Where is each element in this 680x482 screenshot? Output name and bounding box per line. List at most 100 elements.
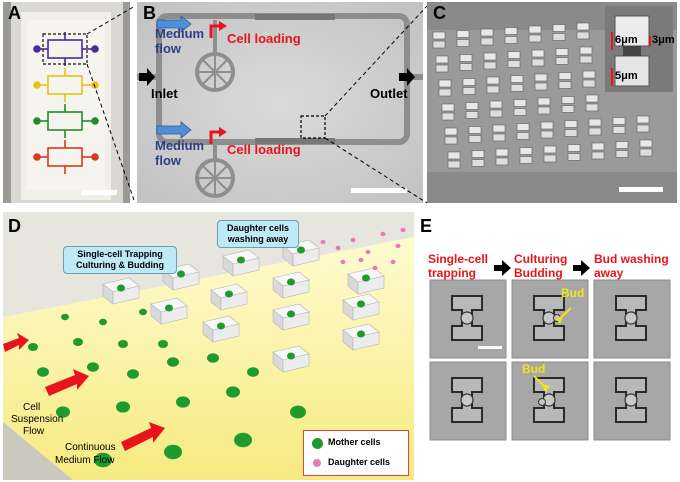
mother-cell (116, 401, 130, 413)
panel-c: C 6μm 3μm 5μm (427, 2, 677, 203)
timelapse-image (429, 279, 507, 359)
sem-trap (540, 121, 554, 139)
panel-b-label: B (143, 3, 156, 23)
sem-trap (534, 73, 548, 91)
sem-trap (567, 144, 581, 161)
sem-trap (528, 25, 542, 43)
sem-trap (438, 79, 452, 97)
trap-structure (210, 283, 248, 311)
sem-trap (480, 28, 494, 46)
medium-flow-bottom-label: Medium (155, 138, 205, 153)
step2-label-1: Culturing (514, 252, 568, 266)
mother-cell (139, 308, 147, 316)
sem-trap (561, 96, 575, 113)
sem-trap (486, 76, 500, 94)
sem-trap (507, 51, 521, 68)
mother-cell (56, 406, 70, 418)
cell-suspension-label-2: Suspension (11, 414, 64, 425)
step3-label-2: away (594, 266, 624, 280)
sem-trap (612, 117, 626, 134)
bud-label-bottom: Bud (522, 362, 546, 376)
sem-trap (510, 75, 524, 92)
mother-cell (127, 369, 139, 379)
daughter-cell (320, 239, 326, 245)
panel-d-label: D (8, 216, 21, 236)
mother-cell-swatch (312, 438, 323, 449)
timelapse-image (511, 361, 589, 441)
sem-trap (564, 120, 578, 137)
trap-structure (222, 249, 260, 277)
trap-structure (102, 277, 140, 305)
sem-trap (576, 22, 590, 40)
daughter-cell (380, 231, 386, 237)
daughter-cell (365, 249, 371, 255)
sem-trap (435, 55, 449, 73)
sem-trap-array (427, 2, 677, 203)
sem-trap (462, 78, 476, 95)
sem-trap (543, 145, 557, 163)
mother-cell (87, 362, 99, 372)
mother-cell (28, 343, 38, 351)
panel-d: D Single-cell Trapping Culturing & Buddi… (3, 212, 414, 480)
step3-label-1: Bud washing (594, 252, 669, 266)
trap-structure (342, 323, 380, 351)
callout-washing-line1: Daughter cells (226, 223, 290, 233)
sem-trap (615, 141, 629, 158)
panel-c-label: C (433, 3, 446, 23)
trap-structure (202, 315, 240, 343)
medium-flow-top-label-2: flow (155, 41, 181, 56)
trap-structure (347, 267, 385, 295)
mother-cell (61, 313, 69, 321)
mother-cell (247, 367, 259, 377)
medium-flow-bottom-label-2: flow (155, 153, 181, 168)
daughter-cell (372, 265, 378, 271)
callout-trapping-line2: Culturing & Budding (76, 260, 164, 270)
mother-cell (118, 340, 128, 348)
sem-trap (483, 52, 497, 70)
mother-cell (290, 405, 306, 419)
callout-trapping: Single-cell Trapping Culturing & Budding (63, 246, 177, 274)
daughter-cell (335, 245, 341, 251)
panel-a: A (3, 2, 130, 203)
sem-trap (456, 30, 470, 47)
dim-height-label: 6μm (615, 34, 638, 46)
mother-cell (73, 338, 83, 346)
daughter-cell-swatch (313, 459, 321, 467)
cell-suspension-label-1: Cell (23, 402, 41, 413)
timelapse-grid (429, 279, 671, 441)
sem-trap (471, 150, 485, 167)
dim-width-label: 5μm (615, 70, 638, 82)
sem-trap (465, 102, 479, 119)
sem-trap (555, 48, 569, 65)
mother-cell (99, 318, 107, 326)
sem-trap (531, 49, 545, 67)
mother-cell (226, 386, 240, 398)
sem-trap (495, 148, 509, 166)
panel-a-label: A (8, 3, 21, 23)
sem-trap (537, 97, 551, 115)
sem-trap (441, 103, 455, 121)
cell-loading-top-label: Cell loading (227, 31, 301, 46)
trap-structure (282, 239, 320, 267)
sem-trap (513, 99, 527, 116)
continuous-flow-label-2: Medium Flow (55, 455, 115, 466)
continuous-flow-label-1: Continuous (65, 442, 116, 453)
timelapse-image (429, 361, 507, 441)
cell-suspension-label-3: Flow (23, 426, 45, 437)
sem-trap (552, 24, 566, 41)
sem-trap (519, 147, 533, 164)
daughter-cell (395, 243, 401, 249)
sem-trap (447, 151, 461, 169)
step1-label-1: Single-cell (428, 252, 489, 266)
bud-label-top: Bud (561, 286, 585, 300)
channel-schematic (3, 212, 414, 480)
daughter-cell (400, 227, 406, 233)
cell-loading-bottom-label: Cell loading (227, 142, 301, 157)
sem-trap (516, 123, 530, 140)
sem-trap (636, 115, 650, 133)
trap-structure (342, 293, 380, 321)
timelapse-image (593, 279, 671, 359)
panel-e-label: E (420, 216, 433, 236)
legend-daughter-label: Daughter cells (328, 457, 391, 467)
